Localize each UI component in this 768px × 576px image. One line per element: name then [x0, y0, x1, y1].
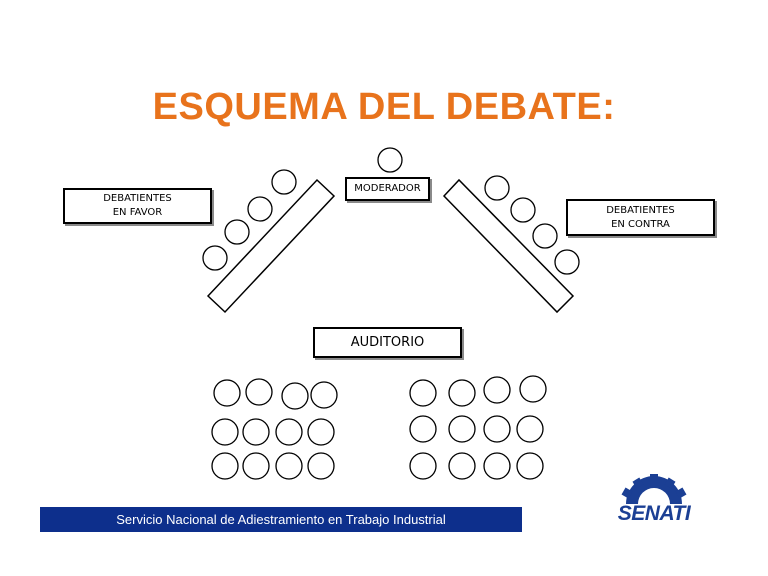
- contra-seat: [510, 197, 536, 223]
- label-debatientes-en-favor: DEBATIENTES EN FAVOR: [63, 188, 212, 224]
- footer-bar: Servicio Nacional de Adiestramiento en T…: [40, 507, 522, 532]
- moderator-seat: [377, 147, 403, 173]
- contra-seat: [554, 249, 580, 275]
- audience-seat: [307, 452, 335, 480]
- audience-seat: [516, 452, 544, 480]
- label-debatientes-en-contra: DEBATIENTES EN CONTRA: [566, 199, 715, 236]
- contra-seat: [532, 223, 558, 249]
- audience-seat: [310, 381, 338, 409]
- left-debaters-table: [206, 178, 336, 314]
- audience-seat: [409, 379, 437, 407]
- audience-seat: [275, 418, 303, 446]
- audience-seat: [211, 452, 239, 480]
- favor-seat: [224, 219, 250, 245]
- audience-seat: [519, 375, 547, 403]
- audience-seat: [483, 452, 511, 480]
- favor-seat: [271, 169, 297, 195]
- audience-seat: [448, 452, 476, 480]
- audience-seat: [516, 415, 544, 443]
- audience-seat: [409, 415, 437, 443]
- senati-logo: SENATI: [602, 474, 706, 530]
- contra-seat: [484, 175, 510, 201]
- footer-text: Servicio Nacional de Adiestramiento en T…: [116, 512, 446, 527]
- logo-text: SENATI: [617, 502, 691, 525]
- right-debaters-table: [442, 178, 575, 314]
- audience-seat: [483, 415, 511, 443]
- audience-seat: [245, 378, 273, 406]
- audience-seat: [242, 452, 270, 480]
- audience-seat: [275, 452, 303, 480]
- audience-seat: [448, 379, 476, 407]
- label-auditorio: AUDITORIO: [313, 327, 462, 358]
- audience-seat: [281, 382, 309, 410]
- favor-seat: [202, 245, 228, 271]
- favor-seat: [247, 196, 273, 222]
- audience-seat: [213, 379, 241, 407]
- audience-seat: [409, 452, 437, 480]
- gear-icon: [621, 474, 687, 504]
- audience-seat: [307, 418, 335, 446]
- slide-title: ESQUEMA DEL DEBATE:: [152, 86, 616, 128]
- audience-seat: [448, 415, 476, 443]
- label-moderador: MODERADOR: [345, 177, 430, 201]
- audience-seat: [211, 418, 239, 446]
- audience-seat: [483, 376, 511, 404]
- audience-seat: [242, 418, 270, 446]
